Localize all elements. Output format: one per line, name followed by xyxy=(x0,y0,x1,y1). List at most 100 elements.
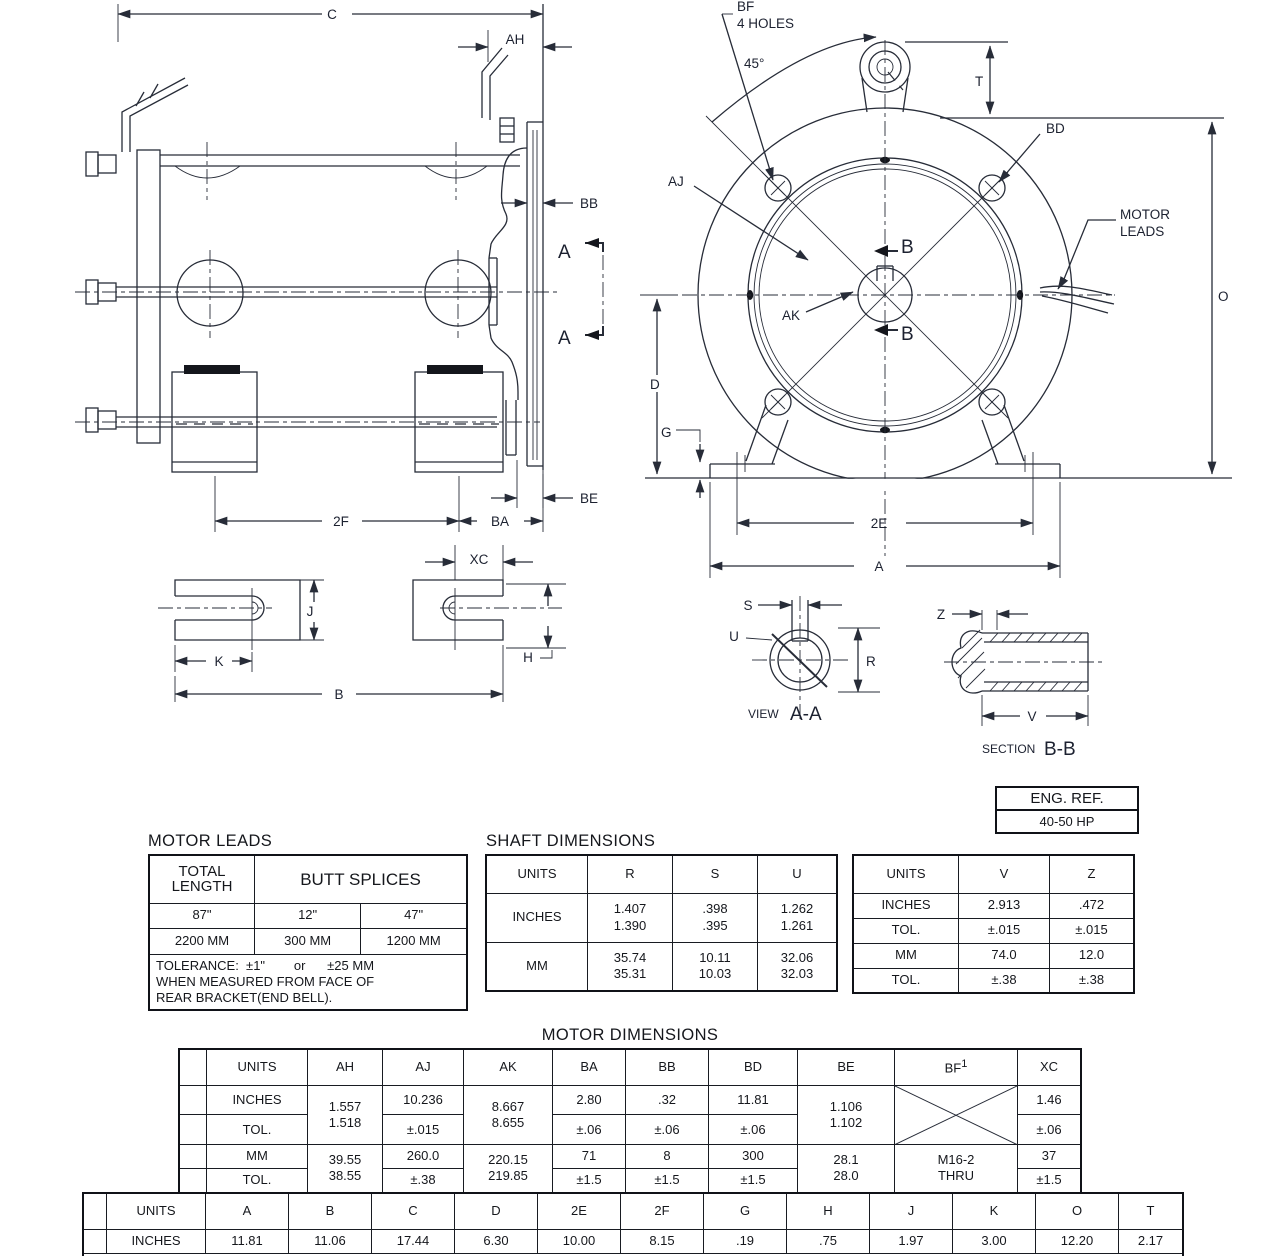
shaft1-mm-label: MM xyxy=(485,941,588,992)
md-aj-mm: 260.0 xyxy=(382,1144,464,1170)
od-h-t: T xyxy=(1118,1192,1184,1230)
shaft1-h-u: U xyxy=(757,854,838,894)
hatch-lines xyxy=(989,632,1083,692)
shaft2-tol1-label: TOL. xyxy=(852,917,959,944)
md-xc-mm-tol: ±1.5 xyxy=(1017,1168,1082,1194)
value: 39.55 xyxy=(328,1152,362,1168)
od-c-value: 17.44 xyxy=(371,1228,455,1254)
md-bd-mm-tol: ±1.5 xyxy=(708,1168,798,1194)
table-row: UNITS R S U xyxy=(485,854,838,894)
md-label-mm: MM xyxy=(206,1144,308,1170)
value: 10.11 xyxy=(699,950,731,965)
dim-label-b: B xyxy=(334,687,343,702)
shaft1-h-units: UNITS xyxy=(485,854,588,894)
md-bd-mm: 300 xyxy=(708,1144,798,1170)
md-h-ba: BA xyxy=(552,1048,626,1086)
eng-ref-title: ENG. REF. xyxy=(997,788,1137,811)
value: 32.03 xyxy=(780,966,814,982)
md-spacer xyxy=(178,1084,207,1116)
bf-footnote-marker: 1 xyxy=(961,1057,968,1070)
od-h-o: O xyxy=(1035,1192,1119,1230)
md-bb-tol: ±.06 xyxy=(625,1114,709,1146)
md-bd-inches: 11.81 xyxy=(708,1084,798,1116)
shaft2-z-inches: .472 xyxy=(1049,892,1135,919)
motor-dimensions-table: UNITS AH AJ AK BA BB BD BE BF1 XC INCHES… xyxy=(178,1048,1082,1194)
od-h-d: D xyxy=(454,1192,538,1230)
section-bb-caption-prefix: SECTION xyxy=(982,742,1035,756)
value: 32.06 xyxy=(780,950,814,965)
shaft1-inches-label: INCHES xyxy=(485,892,588,943)
foot-slot-detail-right xyxy=(412,579,562,650)
shaft2-z-tol: ±.015 xyxy=(1049,917,1135,944)
value: .395 xyxy=(702,917,728,933)
broken-end-hatch xyxy=(955,629,986,689)
leads-splice1-in: 12" xyxy=(253,902,362,929)
motor-leads-col2-header: BUTT SPLICES xyxy=(254,854,468,904)
value: 10.03 xyxy=(698,966,732,982)
dim-label-z: Z xyxy=(937,607,945,622)
shaft2-tol2-label: TOL. xyxy=(852,967,959,994)
md-ba-tol: ±.06 xyxy=(552,1114,626,1146)
dim-label-be: BE xyxy=(580,491,598,506)
dim-label-2e: 2E xyxy=(871,516,888,531)
dim-label-k: K xyxy=(214,654,223,669)
note-line3: REAR BRACKET(END BELL). xyxy=(156,990,333,1005)
md-h-bf: BF1 xyxy=(894,1048,1018,1086)
md-ba-inches: 2.80 xyxy=(552,1084,626,1116)
motor-leads-label-line1: MOTOR xyxy=(1120,207,1170,222)
technical-drawing: C AH BB A A BE 2F BA XC J K B H xyxy=(75,0,1232,760)
dim-label-g: G xyxy=(661,425,672,440)
value: 220.15 xyxy=(488,1152,528,1168)
shaft1-h-r: R xyxy=(587,854,673,894)
md-aj-tol: ±.015 xyxy=(382,1114,464,1146)
md-bf-inches-na xyxy=(894,1084,1018,1146)
dim-label-c: C xyxy=(327,7,337,22)
shaft-dimensions-title: SHAFT DIMENSIONS xyxy=(486,832,656,850)
end-bell-flange xyxy=(488,4,544,470)
dim-label-h: H xyxy=(523,650,533,665)
od-corner-cell xyxy=(82,1192,107,1230)
md-h-be: BE xyxy=(797,1048,895,1086)
od-h-units: UNITS xyxy=(106,1192,206,1230)
section-aa-cut-marks xyxy=(585,238,604,340)
motor-feet xyxy=(645,404,1232,490)
table-row: INCHES 11.81 11.06 17.44 6.30 10.00 8.15… xyxy=(82,1228,1184,1254)
od-j-value: 1.97 xyxy=(869,1228,953,1254)
dim-label-bf: BF xyxy=(737,0,754,14)
value: 1.102 xyxy=(829,1114,863,1130)
value: M16-2 xyxy=(937,1152,975,1168)
table-row: 87" 12" 47" xyxy=(148,902,468,929)
value: 219.85 xyxy=(488,1168,528,1184)
od-a-value: 11.81 xyxy=(205,1228,289,1254)
od-k-value: 3.00 xyxy=(952,1228,1036,1254)
md-xc-inches: 1.46 xyxy=(1017,1084,1082,1116)
value: .398 xyxy=(702,901,728,917)
dim-label-s: S xyxy=(743,598,752,613)
leads-splice2-in: 47" xyxy=(360,902,468,929)
md-spacer xyxy=(178,1114,207,1146)
dim-label-aj: AJ xyxy=(668,174,684,189)
od-h-j: J xyxy=(869,1192,953,1230)
shaft1-h-s: S xyxy=(672,854,758,894)
leads-splice1-mm: 300 MM xyxy=(253,927,362,955)
md-aj-mm-tol: ±.38 xyxy=(382,1168,464,1194)
section-bb-cut-marks xyxy=(874,245,898,336)
od-o-value: 12.20 xyxy=(1035,1228,1119,1254)
motor-leads-table: TOTAL LENGTH BUTT SPLICES 87" 12" 47" 22… xyxy=(148,854,468,1012)
mounting-blocks xyxy=(171,365,504,473)
shaft2-mm-label: MM xyxy=(852,942,959,969)
md-spacer xyxy=(178,1168,207,1194)
shaft2-v-mm-tol: ±.38 xyxy=(958,967,1050,994)
value: 38.55 xyxy=(328,1168,362,1184)
value: 1.557 xyxy=(328,1098,362,1114)
md-corner-cell xyxy=(178,1048,207,1086)
md-h-ah: AH xyxy=(307,1048,383,1086)
eng-ref-value: 40-50 HP xyxy=(1039,814,1095,829)
